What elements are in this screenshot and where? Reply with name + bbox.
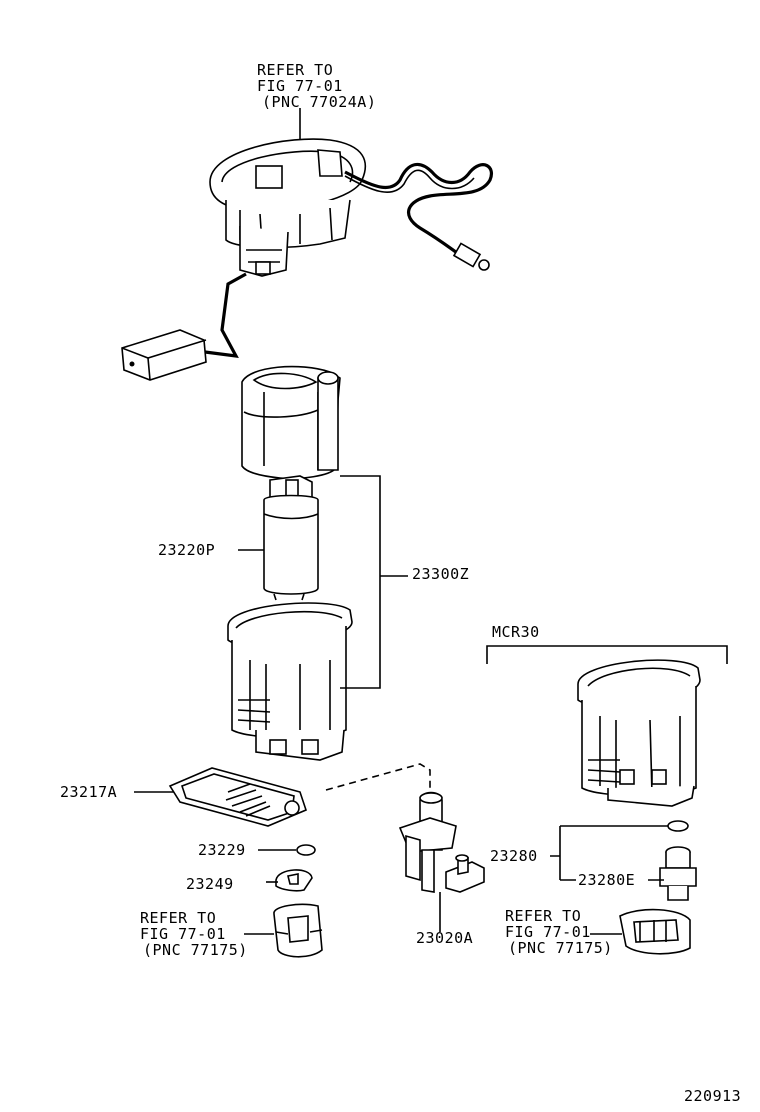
mcr30-housing bbox=[577, 659, 701, 807]
part-23280E-label: 23280E bbox=[578, 871, 636, 889]
part-23249-label: 23249 bbox=[186, 875, 234, 893]
refer-left-line1: REFER TO bbox=[140, 909, 217, 927]
variant-mcr30-label: MCR30 bbox=[492, 623, 540, 641]
part-23300Z-label: 23300Z bbox=[412, 565, 470, 583]
part-23220P-label: 23220P bbox=[158, 541, 216, 559]
pump-cover-flange bbox=[209, 138, 493, 277]
filter-upper-housing bbox=[241, 365, 341, 480]
retainer-23249 bbox=[275, 869, 313, 892]
refer-top-line2: FIG 77-01 bbox=[257, 77, 343, 95]
filter-lower-housing bbox=[227, 602, 353, 761]
clip-left bbox=[273, 903, 323, 958]
o-ring-23229 bbox=[296, 844, 316, 856]
part-23280-label: 23280 bbox=[490, 847, 538, 865]
figure-number: 220913 bbox=[684, 1087, 742, 1105]
part-23229-label: 23229 bbox=[198, 841, 246, 859]
dashed-assembly-line bbox=[325, 763, 431, 791]
refer-left-line2: FIG 77-01 bbox=[140, 925, 226, 943]
refer-left-line3: (PNC 77175) bbox=[143, 941, 248, 959]
part-23020A-label: 23020A bbox=[416, 929, 474, 947]
leader-lines bbox=[134, 108, 728, 935]
fuel-pump bbox=[263, 475, 319, 601]
refer-right-line3: (PNC 77175) bbox=[508, 939, 613, 957]
fuel-sender-unit bbox=[121, 272, 247, 381]
pressure-regulator-23020A bbox=[398, 791, 485, 893]
refer-top-line3: (PNC 77024A) bbox=[262, 93, 377, 111]
suction-filter bbox=[168, 767, 307, 827]
o-ring-23280 bbox=[667, 820, 689, 832]
refer-top-line1: REFER TO bbox=[257, 61, 334, 79]
part-23217A-label: 23217A bbox=[60, 783, 118, 801]
regulator-23280E bbox=[659, 846, 697, 901]
refer-right-line2: FIG 77-01 bbox=[505, 923, 591, 941]
refer-right-line1: REFER TO bbox=[505, 907, 582, 925]
clip-right bbox=[619, 908, 691, 955]
